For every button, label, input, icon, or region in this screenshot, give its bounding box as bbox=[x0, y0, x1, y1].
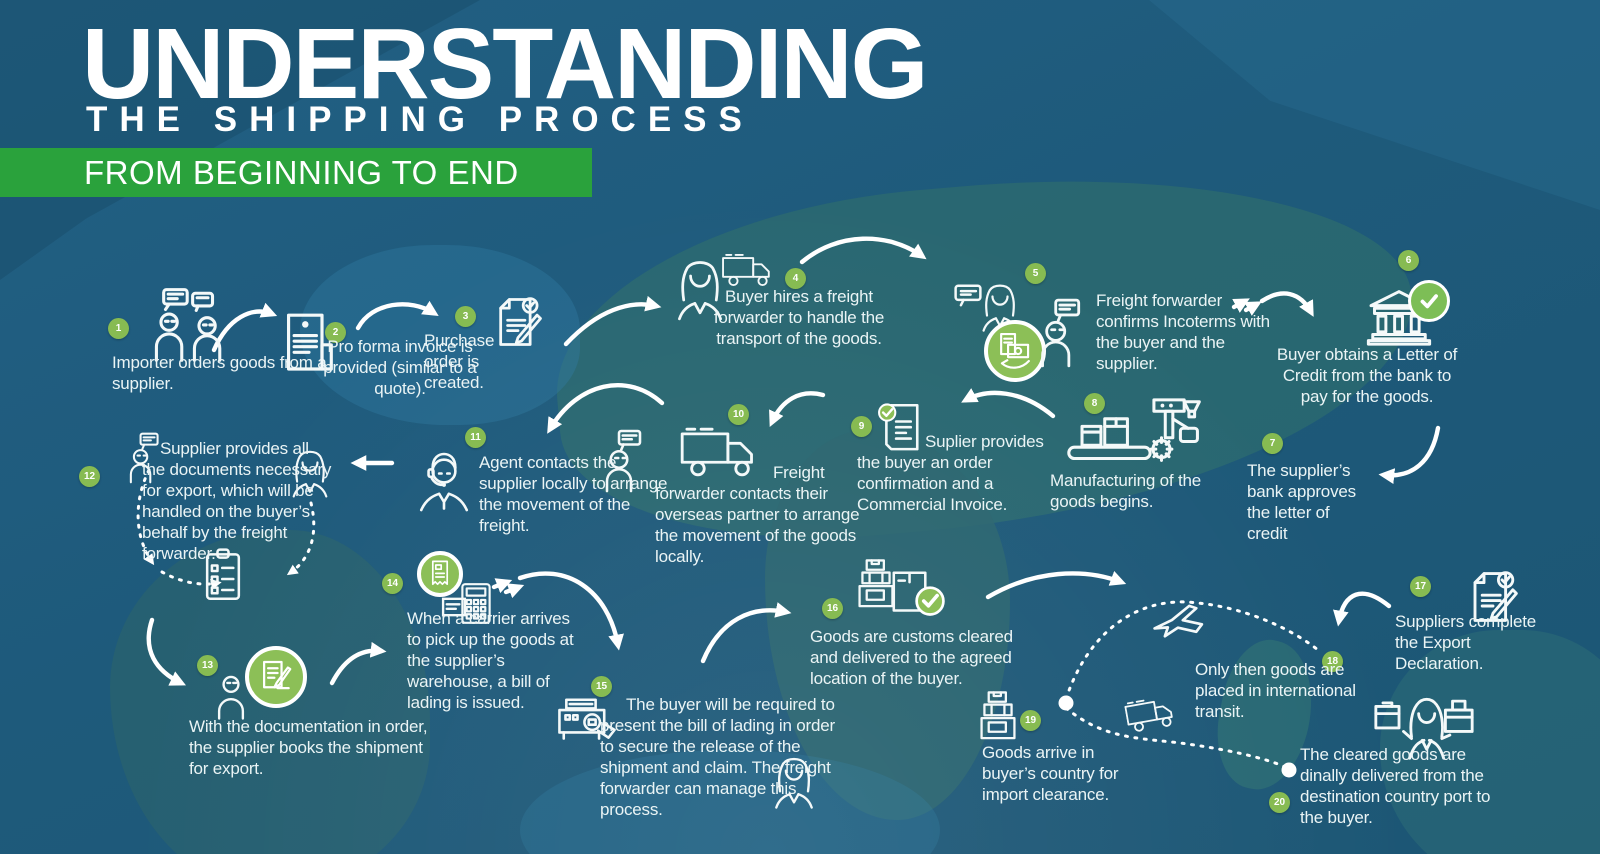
import-boxes-icon bbox=[978, 690, 1018, 742]
step-number-badge: 7 bbox=[1262, 433, 1283, 454]
step-text: Supplier provides all the documents nece… bbox=[142, 439, 332, 564]
bill-of-lading-circle-icon bbox=[417, 551, 463, 597]
step-number-badge: 10 bbox=[728, 404, 749, 425]
package-check-icon bbox=[890, 568, 948, 620]
step-number-badge: 8 bbox=[1084, 393, 1105, 414]
step-text: The supplier’s bank approves the letter … bbox=[1247, 461, 1356, 544]
step-text: Freight forwarder confirms Incoterms wit… bbox=[1096, 291, 1270, 374]
step-number-badge: 12 bbox=[79, 466, 100, 487]
transit-node-dot bbox=[1281, 762, 1297, 778]
step-number-badge: 16 bbox=[822, 598, 843, 619]
transit-node-dot bbox=[1058, 695, 1074, 711]
step-number-badge: 15 bbox=[591, 676, 612, 697]
step-text: Buyer hires a freight forwarder to handl… bbox=[713, 287, 885, 349]
step-number-badge: 11 bbox=[465, 427, 486, 448]
step-text: Only then goods are placed in internatio… bbox=[1195, 660, 1356, 722]
chat-people-icon bbox=[144, 286, 234, 362]
step-text: Goods arrive in buyer’s country for impo… bbox=[982, 743, 1119, 805]
step-number-badge: 4 bbox=[785, 268, 806, 289]
step-text: Goods are customs cleared and delivered … bbox=[810, 627, 1013, 689]
speech-bubble-icon bbox=[953, 284, 983, 307]
check-icon bbox=[1416, 288, 1442, 314]
step-number-badge: 18 bbox=[1322, 651, 1343, 672]
background-facet bbox=[1149, 0, 1600, 210]
step-text: Purchase order is created. bbox=[424, 331, 495, 393]
step-text: Suppliers complete the Export Declaratio… bbox=[1395, 612, 1536, 674]
airplane-icon bbox=[1148, 600, 1213, 648]
banner-label: FROM BEGINNING TO END bbox=[84, 153, 519, 191]
agent-headset-icon bbox=[418, 446, 470, 514]
page-title: UNDERSTANDING bbox=[82, 8, 928, 120]
transit-truck-icon bbox=[1123, 688, 1180, 740]
booking-circle-icon bbox=[245, 646, 307, 708]
step-text: With the documentation in order, the sup… bbox=[189, 717, 428, 779]
manufacturing-icon bbox=[1064, 398, 1206, 468]
receipt-icon bbox=[427, 559, 453, 589]
step-number-badge: 3 bbox=[455, 306, 476, 327]
step-text: When a carrier arrives to pick up the go… bbox=[407, 609, 574, 713]
page-subtitle: THE SHIPPING PROCESS bbox=[86, 100, 754, 139]
check-badge-icon bbox=[1408, 280, 1450, 322]
step-text: Agent contacts the supplier locally to a… bbox=[479, 453, 668, 536]
header-banner: FROM BEGINNING TO END bbox=[0, 148, 592, 197]
step-number-badge: 20 bbox=[1269, 792, 1290, 813]
step-number-badge: 2 bbox=[325, 322, 346, 343]
step-text: Importer orders goods from a supplier. bbox=[112, 353, 327, 394]
step-text: The cleared goods are dinally delivered … bbox=[1300, 745, 1491, 828]
step-text: Buyer obtains a Letter of Credit from th… bbox=[1276, 345, 1458, 407]
truck-icon bbox=[722, 252, 774, 288]
step-number-badge: 9 bbox=[851, 416, 872, 437]
step-text: Freight forwarder contacts their oversea… bbox=[655, 463, 860, 567]
step-text: Suplier provides the buyer an order conf… bbox=[857, 432, 1044, 515]
step-number-badge: 19 bbox=[1020, 710, 1041, 731]
step-text: Pro forma invoice is provided (similar t… bbox=[323, 337, 477, 399]
supplier-person-icon bbox=[216, 674, 246, 720]
money-hand-icon bbox=[995, 331, 1035, 371]
step-number-badge: 5 bbox=[1025, 263, 1046, 284]
booking-document-icon bbox=[257, 658, 295, 696]
step-text: The buyer will be required to present th… bbox=[600, 695, 835, 820]
step-number-badge: 1 bbox=[108, 318, 129, 339]
payment-circle-icon bbox=[984, 320, 1046, 382]
step-number-badge: 13 bbox=[197, 655, 218, 676]
step-text: Manufacturing of the goods begins. bbox=[1050, 471, 1201, 512]
step-number-badge: 14 bbox=[382, 573, 403, 594]
step-number-badge: 17 bbox=[1410, 576, 1431, 597]
buyer-woman-icon bbox=[773, 753, 815, 809]
supplier-person-icon bbox=[1036, 294, 1082, 372]
step-number-badge: 6 bbox=[1398, 250, 1419, 271]
